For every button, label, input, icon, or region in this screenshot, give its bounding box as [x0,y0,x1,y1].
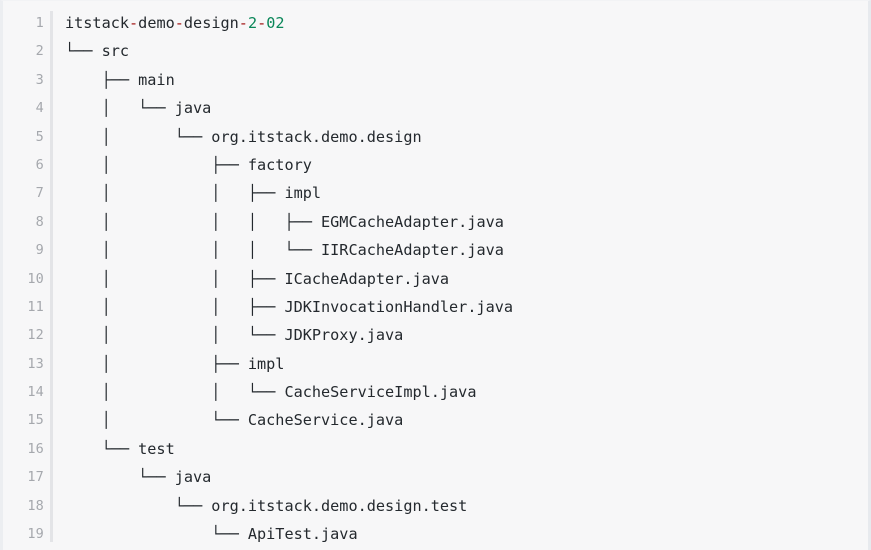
code-token-plain: └── src [65,42,130,61]
code-token-plain: design [183,14,239,32]
line-number: 16 [27,440,44,457]
code-line: │ │ │ └── IIRCacheAdapter.java [65,236,868,264]
code-line: └── src [65,37,868,65]
code-token-plain: │ │ └── JDKProxy.java [65,326,404,345]
code-line: │ ├── impl [65,350,868,378]
code-token-plain: ├── main [65,70,175,89]
code-line: itstack-demo-design-2-02 [65,9,868,37]
code-content[interactable]: itstack-demo-design-2-02└── src ├── main… [53,9,868,548]
code-token-punct: - [257,14,267,32]
line-number: 19 [27,526,44,543]
code-line: └── java [65,463,868,491]
code-line: │ ├── factory [65,151,868,179]
code-token-num: 2 [247,14,258,32]
code-line: │ └── java [65,94,868,122]
code-line: │ │ │ ├── EGMCacheAdapter.java [65,208,868,236]
code-token-plain: │ │ ├── impl [65,184,322,203]
code-token-punct: - [174,14,184,32]
code-token-plain: demo [138,14,175,32]
line-number: 3 [35,71,44,88]
code-line: └── ApiTest.java [65,520,868,548]
code-token-plain: itstack [65,14,130,32]
line-number: 11 [27,298,44,315]
code-line: ├── main [65,66,868,94]
line-number: 15 [27,412,44,429]
code-token-plain: └── ApiTest.java [65,525,358,544]
code-token-punct: - [129,14,139,32]
code-token-plain: │ │ ├── JDKInvocationHandler.java [65,297,514,316]
code-token-plain: │ │ └── CacheServiceImpl.java [65,383,477,402]
code-token-punct: - [238,14,248,32]
code-line: └── test [65,435,868,463]
code-token-num: 02 [266,14,285,32]
line-number: 12 [27,327,44,344]
line-number: 2 [35,43,44,60]
line-number: 6 [35,156,44,173]
code-line: │ │ ├── impl [65,179,868,207]
code-token-plain: └── org.itstack.demo.design.test [65,496,468,515]
code-line: │ │ └── JDKProxy.java [65,321,868,349]
code-token-plain: │ │ │ ├── EGMCacheAdapter.java [65,212,504,231]
code-line: │ │ ├── JDKInvocationHandler.java [65,293,868,321]
code-line: │ └── CacheService.java [65,406,868,434]
code-line: └── org.itstack.demo.design.test [65,492,868,520]
line-number: 14 [27,384,44,401]
code-token-plain: │ │ │ └── IIRCacheAdapter.java [65,241,504,260]
code-token-plain: │ └── CacheService.java [65,411,404,430]
line-number: 13 [27,355,44,372]
line-number: 1 [35,15,44,31]
line-number: 17 [27,469,44,486]
line-number: 18 [27,497,44,514]
line-number: 10 [27,270,44,287]
code-token-plain: └── java [65,468,212,487]
code-line: │ │ └── CacheServiceImpl.java [65,378,868,406]
code-token-plain: │ └── org.itstack.demo.design [65,127,422,146]
line-number: 7 [35,185,44,202]
code-token-plain: └── test [65,439,175,458]
code-line: │ │ ├── ICacheAdapter.java [65,265,868,293]
code-token-plain: │ │ ├── ICacheAdapter.java [65,269,450,288]
line-number: 9 [35,242,44,259]
code-line: │ └── org.itstack.demo.design [65,123,868,151]
code-token-plain: │ ├── impl [65,354,285,373]
code-token-plain: │ └── java [65,99,212,118]
line-number: 5 [35,128,44,145]
line-number: 4 [35,100,44,117]
line-number: 8 [35,213,44,230]
code-token-plain: │ ├── factory [65,155,312,174]
